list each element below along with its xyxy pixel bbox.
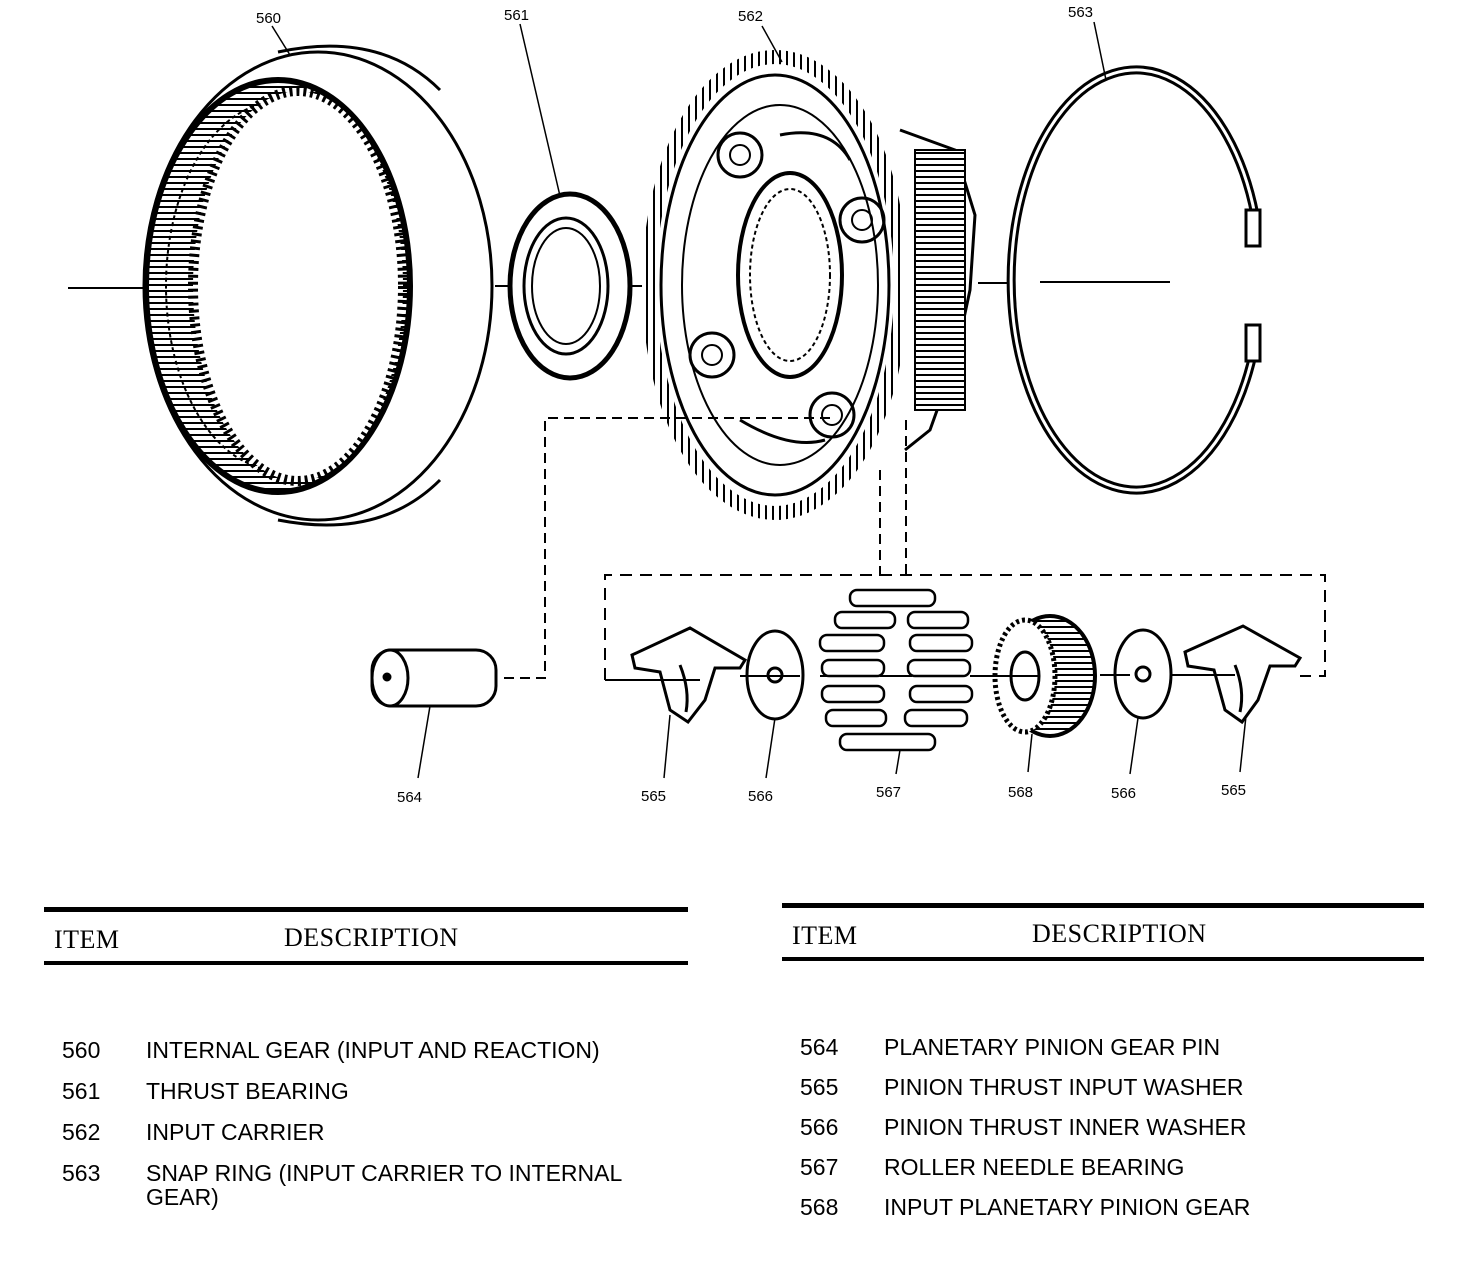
callout-562: 562	[738, 8, 763, 25]
top-leader-lines	[271, 21, 1107, 197]
legend-item-description: PINION THRUST INPUT WASHER	[884, 1074, 1244, 1100]
thrust-bearing-561	[507, 191, 633, 381]
input-washer-565-right	[1183, 624, 1303, 725]
callout-566-right: 566	[1111, 785, 1136, 802]
legend-right-header-rule	[782, 957, 1424, 961]
legend-item-number: 568	[800, 1194, 839, 1220]
legend-item-number: 562	[62, 1119, 101, 1145]
callout-563: 563	[1068, 4, 1093, 21]
legend-item-number: 564	[800, 1034, 839, 1060]
legend-item-description: PLANETARY PINION GEAR PIN	[884, 1034, 1221, 1060]
legend-right-description-header: DESCRIPTION	[1032, 919, 1207, 948]
legend-left: ITEM DESCRIPTION 560 INTERNAL GEAR (INPU…	[44, 907, 688, 1227]
legend-item-description: INPUT PLANETARY PINION GEAR	[884, 1194, 1251, 1220]
internal-gear-560	[142, 44, 494, 527]
callout-565-left: 565	[641, 788, 666, 805]
legend-left-top-rule	[44, 907, 688, 912]
legend-item-number: 566	[800, 1114, 839, 1140]
input-washer-565-left	[630, 626, 748, 725]
legend-item-description: SNAP RING (INPUT CARRIER TO INTERNAL GEA…	[146, 1160, 622, 1210]
legend-item-number: 565	[800, 1074, 839, 1100]
legend-item-description: INPUT CARRIER	[146, 1119, 325, 1145]
small-parts-axis-line	[605, 674, 1235, 681]
callout-567: 567	[876, 784, 901, 801]
exploded-view-diagram: 560 561 562 563 564 565 566 567 568 566 …	[68, 4, 1326, 806]
bottom-leader-lines	[417, 705, 1247, 779]
legend-item-description: INTERNAL GEAR (INPUT AND REACTION)	[146, 1037, 600, 1063]
carrier-to-pin-connector	[500, 417, 1326, 680]
legend-item-number: 567	[800, 1154, 839, 1180]
snap-ring-563	[1006, 65, 1262, 495]
callout-565-right: 565	[1221, 782, 1246, 799]
legend-item-description: THRUST BEARING	[146, 1078, 349, 1104]
legend-left-description-header: DESCRIPTION	[284, 923, 459, 952]
pinion-gear-pin-564	[370, 648, 498, 708]
legend-item-number: 560	[62, 1037, 101, 1063]
roller-needle-bearing-567	[818, 588, 974, 752]
callout-561: 561	[504, 7, 529, 24]
callout-564: 564	[397, 789, 422, 806]
input-carrier-562	[642, 50, 977, 520]
legend-item-number: 561	[62, 1078, 101, 1104]
legend-item-number: 563	[62, 1160, 101, 1186]
legend-right-top-rule	[782, 903, 1424, 908]
legend-left-item-header: ITEM	[54, 925, 120, 954]
callout-560: 560	[256, 10, 281, 27]
callout-566-left: 566	[748, 788, 773, 805]
legend-left-header-rule	[44, 961, 688, 965]
legend-right: ITEM DESCRIPTION 564 PLANETARY PINION GE…	[782, 903, 1424, 1233]
legend-item-description: ROLLER NEEDLE BEARING	[884, 1154, 1185, 1180]
legend-right-item-header: ITEM	[792, 921, 858, 950]
callout-568: 568	[1008, 784, 1033, 801]
legend-item-description: PINION THRUST INNER WASHER	[884, 1114, 1247, 1140]
